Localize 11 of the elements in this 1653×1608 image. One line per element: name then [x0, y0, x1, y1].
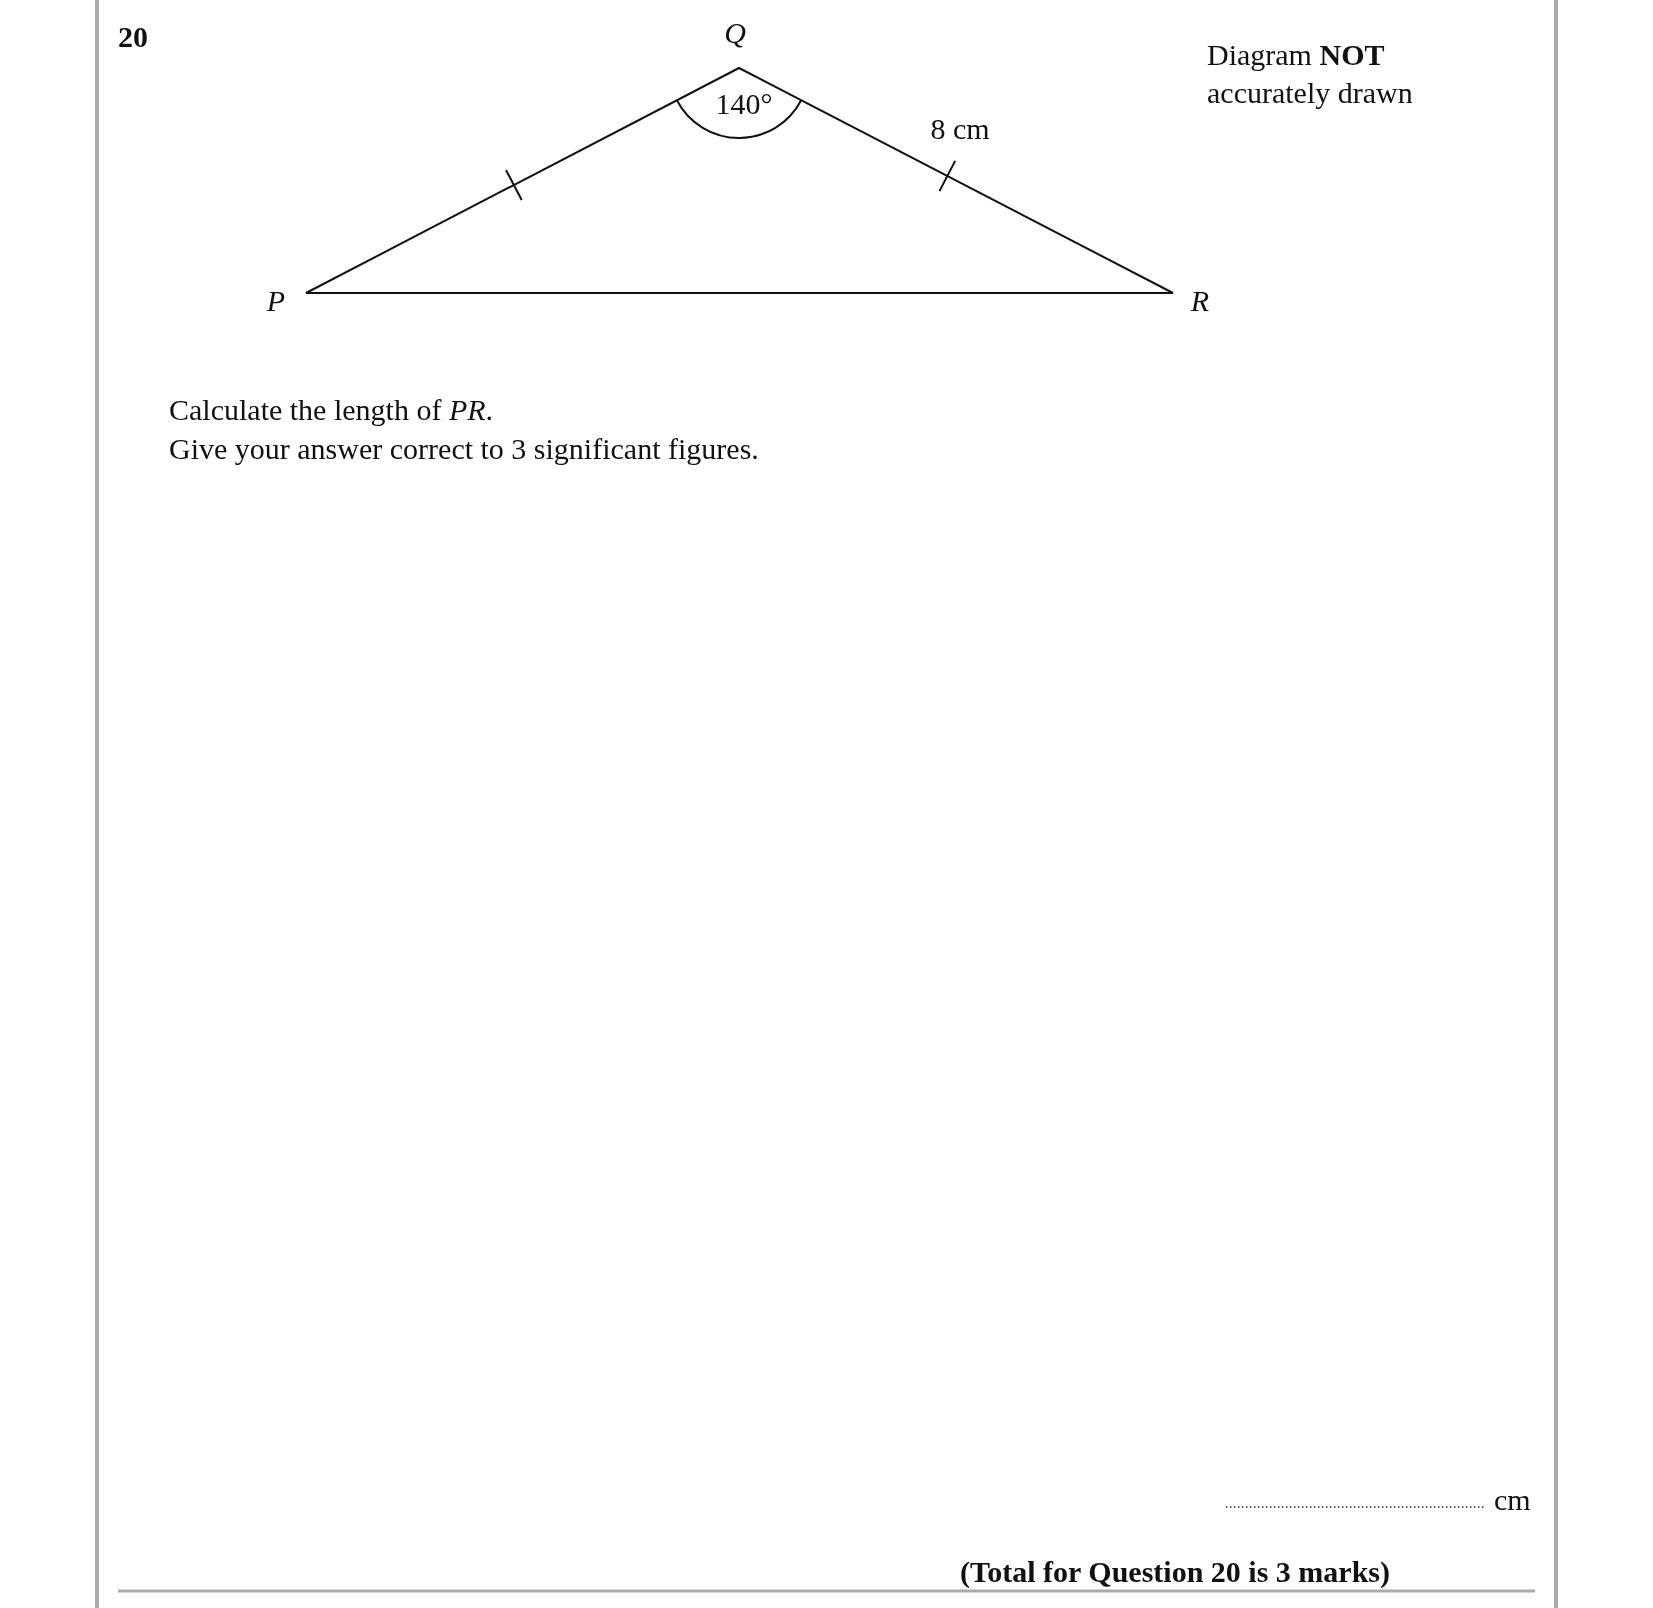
- question-number: 20: [118, 19, 148, 55]
- question-text: Calculate the length of PR.: [169, 392, 494, 428]
- length-label: 8 cm: [930, 111, 990, 147]
- unit-label: cm: [1494, 1482, 1531, 1518]
- marks-total: (Total for Question 20 is 3 marks): [960, 1554, 1390, 1590]
- question-text: Give your answer correct to 3 significant figures.: [169, 431, 759, 467]
- vertex-label: P: [266, 283, 286, 319]
- angle-label: 140°: [715, 86, 773, 122]
- vertex-label: R: [1190, 283, 1210, 319]
- diagram-note: Diagram NOT accurately drawn: [1207, 37, 1414, 111]
- vertex-label: Q: [724, 15, 746, 51]
